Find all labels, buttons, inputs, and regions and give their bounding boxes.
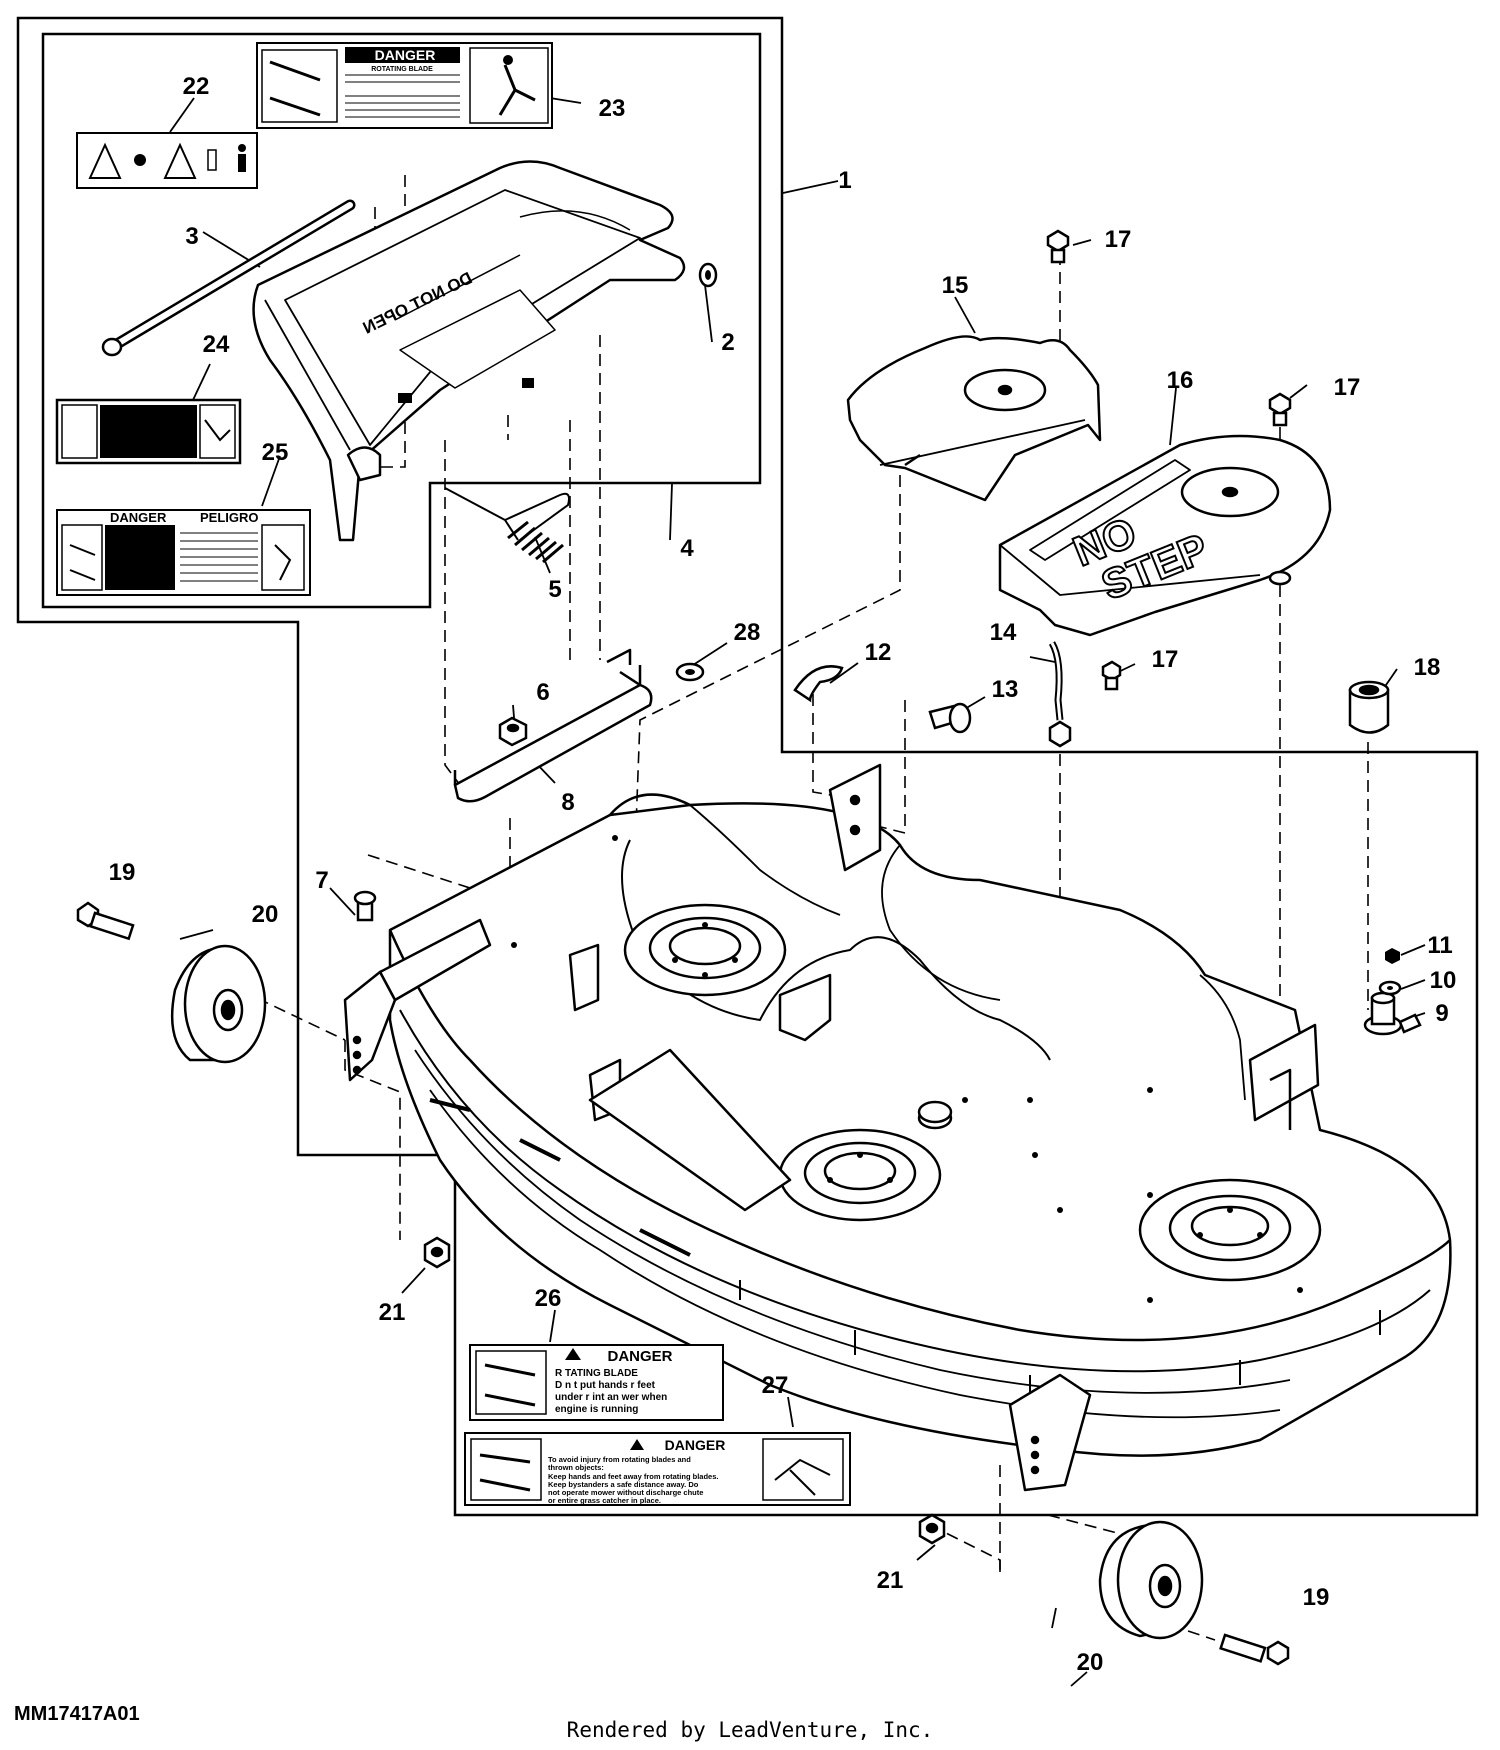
callout-8: 8	[561, 789, 574, 816]
safety-label-22	[76, 132, 258, 189]
bolt-7	[353, 890, 377, 922]
clip-pin-12	[793, 665, 844, 703]
label26-line4: engine is running	[555, 1404, 638, 1415]
render-credit: Rendered by LeadVenture, Inc.	[566, 1718, 934, 1742]
label27-danger: DANGER	[665, 1437, 726, 1453]
callout-17-top: 17	[1105, 226, 1132, 253]
belt-cover-left	[846, 335, 1102, 502]
callout-2: 2	[721, 329, 734, 356]
callout-19-left: 19	[109, 859, 136, 886]
label27-line6: or entire grass catcher in place.	[548, 1496, 661, 1505]
belt-cover-right	[998, 434, 1332, 637]
nut-21-right	[918, 1513, 946, 1545]
washer-28	[675, 662, 705, 682]
bushing-18	[1348, 680, 1390, 734]
label26-line1: R TATING BLADE	[555, 1368, 638, 1379]
discharge-chute	[252, 160, 686, 542]
wheel-bolt-19-left	[76, 901, 135, 941]
label26-line2: D n t put hands r feet	[555, 1380, 656, 1391]
label27-line2: thrown objects:	[548, 1463, 604, 1472]
callout-13: 13	[992, 676, 1019, 703]
callout-24: 24	[203, 331, 230, 358]
group-boundaries	[16, 16, 1479, 1517]
safety-label-23	[256, 42, 553, 129]
callout-17-mid: 17	[1152, 646, 1179, 673]
label23-danger: DANGER	[375, 47, 436, 63]
callout-18: 18	[1414, 654, 1441, 681]
callout-9: 9	[1435, 1000, 1448, 1027]
callout-26: 26	[535, 1285, 562, 1312]
nut-11	[1385, 948, 1400, 964]
callout-16: 16	[1167, 367, 1194, 394]
wheel-bolt-19-right	[1219, 1633, 1290, 1666]
hinge-rod	[101, 199, 356, 357]
deck-brackets	[343, 763, 1320, 1492]
label25-danger: DANGER	[110, 510, 167, 525]
safety-label-25	[56, 509, 311, 596]
spring	[444, 487, 570, 564]
spindle-left	[623, 903, 787, 997]
callout-25: 25	[262, 439, 289, 466]
callout-23: 23	[599, 95, 626, 122]
callout-numbers: 1 2 3 4 5 6 7 8 9 10 11 12 13 14 15 16 1…	[109, 73, 1457, 1676]
deck-holes	[511, 835, 1303, 1303]
label26-line3: under r int an wer when	[555, 1392, 667, 1403]
callout-7: 7	[315, 867, 328, 894]
deflector-bracket	[453, 648, 653, 803]
spindle-right	[1138, 1178, 1322, 1282]
push-nut	[698, 262, 718, 288]
chute-inner-panel	[41, 32, 762, 609]
label27-line4: Keep bystanders a safe distance away. Do	[548, 1480, 699, 1489]
callout-19-right: 19	[1303, 1584, 1330, 1611]
label23-line1: ROTATING BLADE	[371, 66, 433, 73]
rod-14	[1048, 641, 1072, 748]
safety-label-26	[469, 1344, 724, 1421]
lock-nut-6	[498, 716, 528, 747]
callout-27: 27	[762, 1372, 789, 1399]
label27-line3: Keep hands and feet away from rotating b…	[548, 1472, 718, 1481]
callout-21-right: 21	[877, 1567, 904, 1594]
callout-10: 10	[1430, 967, 1457, 994]
label26-danger: DANGER	[607, 1348, 672, 1365]
callout-14: 14	[990, 619, 1017, 646]
callout-12: 12	[865, 639, 892, 666]
label25-peligro: PELIGRO	[200, 510, 259, 525]
spindle-center	[778, 1128, 942, 1222]
nut-21-left	[423, 1236, 451, 1269]
callout-21-left: 21	[379, 1299, 406, 1326]
gauge-wheel-left	[170, 944, 267, 1064]
bolt-17-right	[1268, 392, 1292, 427]
callout-15: 15	[942, 272, 969, 299]
diagram-id: MM17417A01	[14, 1703, 140, 1725]
callout-20-right: 20	[1077, 1649, 1104, 1676]
callout-22: 22	[183, 73, 210, 100]
callout-1: 1	[838, 167, 851, 194]
bolt-17-top	[1046, 229, 1070, 264]
washer-10	[1378, 980, 1402, 996]
label27-line5: not operate mower without discharge chut…	[548, 1488, 703, 1497]
callout-4: 4	[680, 535, 694, 562]
safety-label-24	[55, 398, 242, 465]
callout-6: 6	[536, 679, 549, 706]
chute-group-outline	[16, 16, 1479, 1517]
callout-20-left: 20	[252, 901, 279, 928]
bolt-17-mid	[1101, 660, 1122, 691]
callout-3: 3	[185, 223, 198, 250]
pin-13	[928, 702, 972, 734]
safety-label-27	[464, 1432, 851, 1506]
callout-5: 5	[548, 576, 561, 603]
label27-line1: To avoid injury from rotating blades and	[548, 1455, 691, 1464]
callout-28: 28	[734, 619, 761, 646]
gauge-wheel-right	[1098, 1520, 1204, 1640]
callout-17-right: 17	[1334, 374, 1361, 401]
spindle-openings	[623, 903, 1322, 1282]
pivot-bracket-9	[1363, 991, 1422, 1036]
callout-11: 11	[1427, 932, 1452, 959]
